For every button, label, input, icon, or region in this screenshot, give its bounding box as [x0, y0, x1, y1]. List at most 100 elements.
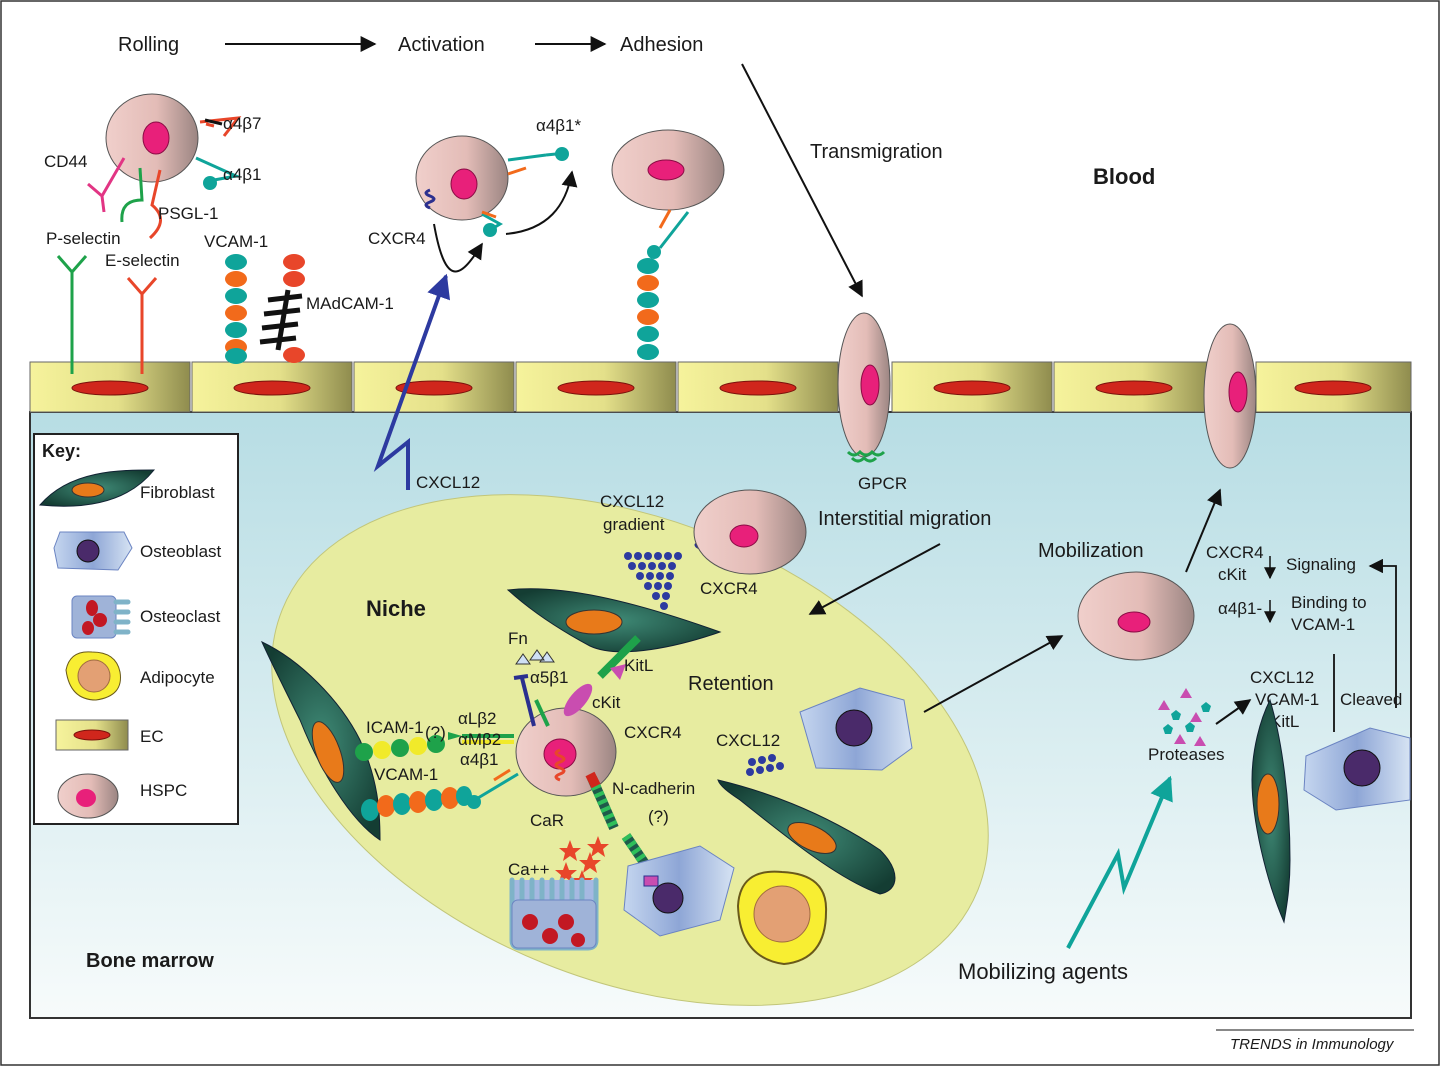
fibroblast-mobilization: [1251, 698, 1291, 924]
stage-activation: Activation: [398, 34, 485, 56]
footer-credit: TRENDS in Immunology: [1230, 1036, 1395, 1053]
label-cxcr4: CXCR4: [368, 229, 426, 248]
label-cd44: CD44: [44, 152, 87, 171]
activation-hspc: [415, 135, 578, 273]
label-cleave-cxcl12: CXCL12: [1250, 668, 1314, 687]
fibroblast-left: [260, 640, 381, 841]
label-question-1: (?): [425, 723, 446, 742]
label-madcam1: MAdCAM-1: [306, 294, 394, 313]
stage-adhesion: Adhesion: [620, 34, 703, 56]
label-retention: Retention: [688, 673, 774, 695]
label-niche-cxcr4: CXCR4: [624, 723, 682, 742]
cxcl12-dots-niche: [746, 754, 784, 776]
madcam1: [259, 254, 305, 363]
transmigrating-hspc: [837, 312, 891, 463]
interstitial-arrow: [808, 543, 941, 615]
ec-cell: [353, 361, 515, 413]
label-fn: Fn: [508, 629, 528, 648]
label-niche-a4b1: α4β1: [460, 750, 499, 769]
label-amb2: αMβ2: [458, 730, 501, 749]
label-p-selectin: P-selectin: [46, 229, 121, 248]
label-ca: Ca++: [508, 860, 550, 879]
stage-rolling: Rolling: [118, 34, 179, 56]
key-hspc: HSPC: [140, 781, 187, 800]
label-alb2: αLβ2: [458, 709, 497, 728]
label-a4b1: α4β1: [223, 165, 262, 184]
ec-cell: [1053, 361, 1215, 413]
cxcl12-gradient-dots: [624, 552, 682, 610]
label-mob-a4b1: α4β1-: [1218, 599, 1262, 618]
p-selectin: [56, 255, 88, 374]
ec-cell: [891, 361, 1053, 413]
label-question-2: (?): [648, 807, 669, 826]
label-a5b1: α5β1: [530, 668, 569, 687]
cleaved-feedback-arrow: [1368, 558, 1397, 708]
niche-label: Niche: [366, 596, 426, 621]
key-fibroblast: Fibroblast: [140, 483, 215, 502]
key-ec: EC: [140, 727, 164, 746]
kitl-ckit: [563, 635, 641, 717]
label-gpcr: GPCR: [858, 474, 907, 493]
osteoclast-niche: [509, 877, 599, 951]
label-cxcl12-gradient-1: CXCL12: [600, 492, 664, 511]
ec-cell: [515, 361, 677, 413]
label-a4b7: α4β7: [223, 114, 262, 133]
adhesion-to-transmigration-arrow: [741, 63, 863, 298]
key-panel: Key: Fibroblast Osteoblast Osteoclast Ad…: [33, 433, 239, 825]
label-cleaved: Cleaved: [1340, 690, 1402, 709]
label-binding-2: VCAM-1: [1291, 615, 1355, 634]
car-receptor: [554, 748, 566, 782]
key-osteoblast: Osteoblast: [140, 542, 222, 561]
icam1-chain: [355, 732, 514, 761]
stage-transmigration: Transmigration: [810, 141, 943, 163]
key-osteoclast-icon: [71, 595, 131, 639]
to-blood-arrow: [1185, 488, 1222, 573]
key-ec-icon: [55, 719, 129, 751]
key-title: Key:: [42, 441, 81, 461]
label-mob-cxcr4: CXCR4: [1206, 543, 1264, 562]
endothelium: [29, 361, 1412, 413]
key-adipocyte-icon: [65, 651, 121, 701]
label-cxcl12: CXCL12: [416, 473, 480, 492]
mobilized-hspc: [1203, 323, 1257, 469]
niche-vcam1-chain: [361, 768, 519, 821]
ec-cell: [1255, 361, 1412, 413]
label-niche-cxcl12: CXCL12: [716, 731, 780, 750]
osteoblast-retention: [799, 687, 913, 771]
vcam1-chain: [225, 254, 247, 364]
interstitial-hspc: [693, 489, 807, 575]
osteoblast-mobilization: [1303, 727, 1411, 811]
key-adipocyte: Adipocyte: [140, 668, 215, 687]
adhesion-hspc: [611, 129, 725, 360]
label-a4b1-star: α4β1*: [536, 116, 582, 135]
label-mobilizing-agents: Mobilizing agents: [958, 959, 1128, 984]
ec-cell: [677, 361, 839, 413]
label-niche-vcam1: VCAM-1: [374, 765, 438, 784]
label-ncadherin: N-cadherin: [612, 779, 695, 798]
label-signaling: Signaling: [1286, 555, 1356, 574]
mobilizing-agents-arrow: [1066, 775, 1173, 949]
mobilization-arrow: [923, 635, 1064, 713]
osteoblast-niche: [623, 845, 735, 937]
compartment-bone-marrow: Bone marrow: [86, 950, 214, 972]
label-vcam1: VCAM-1: [204, 232, 268, 251]
mobilizing-hspc: [1077, 571, 1195, 661]
compartment-blood: Blood: [1093, 164, 1155, 189]
label-e-selectin: E-selectin: [105, 251, 180, 270]
label-mobilization: Mobilization: [1038, 540, 1144, 562]
label-niche-cxcr4-top: CXCR4: [700, 579, 758, 598]
label-mob-ckit: cKit: [1218, 565, 1247, 584]
adipocyte-niche: [736, 870, 828, 966]
label-kitl: KitL: [624, 656, 653, 675]
fibroblast-top: [506, 588, 722, 653]
key-osteoclast: Osteoclast: [140, 607, 221, 626]
e-selectin: [126, 277, 158, 374]
label-psgl1: PSGL-1: [158, 204, 218, 223]
label-interstitial-migration: Interstitial migration: [818, 508, 991, 530]
rolling-hspc: [87, 93, 242, 240]
fibronectin: [513, 649, 555, 727]
label-cleave-kitl: KitL: [1270, 712, 1299, 731]
label-icam1: ICAM-1: [366, 718, 424, 737]
label-proteases: Proteases: [1148, 745, 1225, 764]
